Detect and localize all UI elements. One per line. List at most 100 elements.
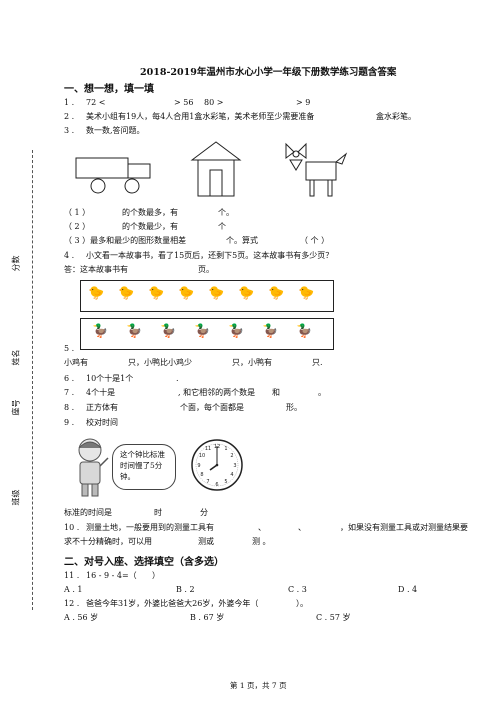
- q8-num: 8 .: [64, 403, 75, 412]
- q4-answer: 答：这本故事书有: [64, 265, 128, 274]
- svg-text:7: 7: [206, 479, 209, 485]
- q3-l2a: （ 2 ）: [64, 222, 91, 231]
- duck-icon: 🦆: [262, 324, 279, 339]
- q10-tail: ，如果没有测量工具或对测量结果要: [340, 523, 468, 532]
- speech-bubble-text: 这个钟比标准时间慢了5分钟。: [120, 450, 165, 481]
- q3-l3: （ 3 ）最多和最少的图形数量相差: [64, 236, 187, 245]
- q9-ans-c: 分: [200, 508, 208, 517]
- q11-num: 11 .: [64, 571, 80, 580]
- q4-tail: 页。: [198, 265, 214, 274]
- binding-line: [32, 150, 33, 610]
- side-label-id: 座号: [11, 399, 21, 416]
- chick-icon: 🐤: [178, 286, 195, 301]
- q6-text: 10个十是1个: [86, 374, 134, 383]
- q3-l1a: （ 1 ）: [64, 208, 91, 217]
- q10-line2b: 测或: [198, 537, 214, 546]
- svg-text:5: 5: [224, 479, 227, 485]
- shapes-figure: [75, 141, 348, 197]
- q11-option-d[interactable]: D . 4: [398, 585, 418, 594]
- q11-option-c[interactable]: C . 3: [288, 585, 307, 594]
- chick-icon: 🐤: [268, 286, 285, 301]
- chick-icon: 🐤: [118, 286, 135, 301]
- chick-icon: 🐤: [88, 286, 105, 301]
- q1-b: > 56: [174, 98, 194, 107]
- q11-option-a[interactable]: A . 1: [64, 585, 83, 594]
- svg-text:11: 11: [205, 446, 211, 452]
- q11-close: ）: [152, 571, 160, 580]
- duck-icon: 🦆: [126, 324, 143, 339]
- q5-d: 只.: [312, 358, 323, 367]
- q1-a: 72 <: [86, 98, 106, 107]
- q3-l2c: 个: [218, 222, 226, 231]
- section-heading-2: 二、对号入座、选择填空（含多选）: [64, 557, 224, 568]
- svg-text:1: 1: [224, 446, 227, 452]
- q8-b: 个面，每个面都是: [180, 403, 244, 412]
- q12-text: 爸爸今年31岁，外婆比爸爸大26岁，外婆今年（: [86, 599, 259, 608]
- section-heading-1: 一、想一想，填一填: [64, 84, 154, 95]
- side-label-score: 分数: [11, 255, 21, 272]
- q7-b: , 和它相邻的两个数是: [178, 388, 256, 397]
- page-title: 2018-2019年温州市水心小学一年级下册数学练习题含答案: [140, 67, 397, 78]
- chick-icon: 🐤: [208, 286, 225, 301]
- q7-a: 4个十是: [86, 388, 116, 397]
- q8-a: 正方体有: [86, 403, 118, 412]
- q7-num: 7 .: [64, 388, 75, 397]
- q12-option-a[interactable]: A . 56 岁: [64, 613, 99, 622]
- q9-ans-b: 时: [154, 508, 162, 517]
- q10-mid2: 、: [298, 523, 306, 532]
- q11-option-b[interactable]: B . 2: [176, 585, 195, 594]
- q10-num: 10 .: [64, 523, 80, 532]
- q7-d: 。: [318, 388, 326, 397]
- side-label-class: 班级: [11, 489, 21, 506]
- q4-num: 4 .: [64, 251, 75, 260]
- q2-tail: 盒水彩笔。: [376, 112, 416, 121]
- q2-text: 美术小组有19人，每4人合用1盒水彩笔，美术老师至少需要准备: [86, 112, 315, 121]
- q3-l2b: 的个数最少，有: [122, 222, 178, 231]
- child-illustration: [78, 438, 109, 497]
- q10-mid1: 、: [258, 523, 266, 532]
- speech-bubble: [112, 444, 176, 490]
- q1-c: 80 >: [204, 98, 224, 107]
- q10-line2c: 测 。: [252, 537, 271, 546]
- truck-figure: [75, 157, 151, 194]
- q12-option-c[interactable]: C . 57 岁: [316, 613, 351, 622]
- duck-icon: 🦆: [194, 324, 211, 339]
- q4-text: 小文看一本故事书，看了15页后，还剩下5页。这本故事书有多少页？: [86, 251, 334, 260]
- q5-c: 只，小鸭有: [232, 358, 272, 367]
- svg-text:6: 6: [215, 482, 218, 488]
- q8-c: 形。: [286, 403, 302, 412]
- q7-c: 和: [272, 388, 280, 397]
- page-footer: 第 1 页，共 7 页: [230, 681, 287, 690]
- q11-text: 16 - 9 - 4=（: [86, 571, 137, 580]
- q9-text: 校对时间: [86, 418, 118, 427]
- q3-num: 3 .: [64, 126, 75, 135]
- q1-num: 1 .: [64, 98, 75, 107]
- svg-text:9: 9: [197, 463, 200, 469]
- q1-d: > 9: [296, 98, 311, 107]
- side-label-name: 姓名: [11, 349, 21, 366]
- duck-icon: 🦆: [92, 324, 109, 339]
- q12-option-b[interactable]: B . 67 岁: [190, 613, 225, 622]
- svg-text:4: 4: [230, 472, 233, 478]
- duck-icon: 🦆: [228, 324, 245, 339]
- chick-strip: [80, 280, 334, 312]
- duck-strip: [80, 318, 334, 350]
- q2-num: 2 .: [64, 112, 75, 121]
- q10-line2a: 求不十分精确时，可以用: [64, 537, 152, 546]
- chick-icon: 🐤: [298, 286, 315, 301]
- q6-tail: .: [176, 374, 179, 383]
- chick-icon: 🐤: [238, 286, 255, 301]
- q10-text: 测量土地，一般要用到的测量工具有: [86, 523, 214, 532]
- chick-icon: 🐤: [148, 286, 165, 301]
- svg-text:3: 3: [233, 463, 236, 469]
- svg-text:8: 8: [200, 472, 203, 478]
- q3-l1b: 的个数最多，有: [122, 208, 178, 217]
- q12-num: 12 .: [64, 599, 80, 608]
- q3-l3c: （ 个 ）: [300, 236, 330, 245]
- svg-text:2: 2: [230, 453, 233, 459]
- q3-l1c: 个。: [218, 208, 234, 217]
- q5-b: 只，小鸭比小鸡少: [128, 358, 192, 367]
- q12-close: ）。: [296, 599, 308, 608]
